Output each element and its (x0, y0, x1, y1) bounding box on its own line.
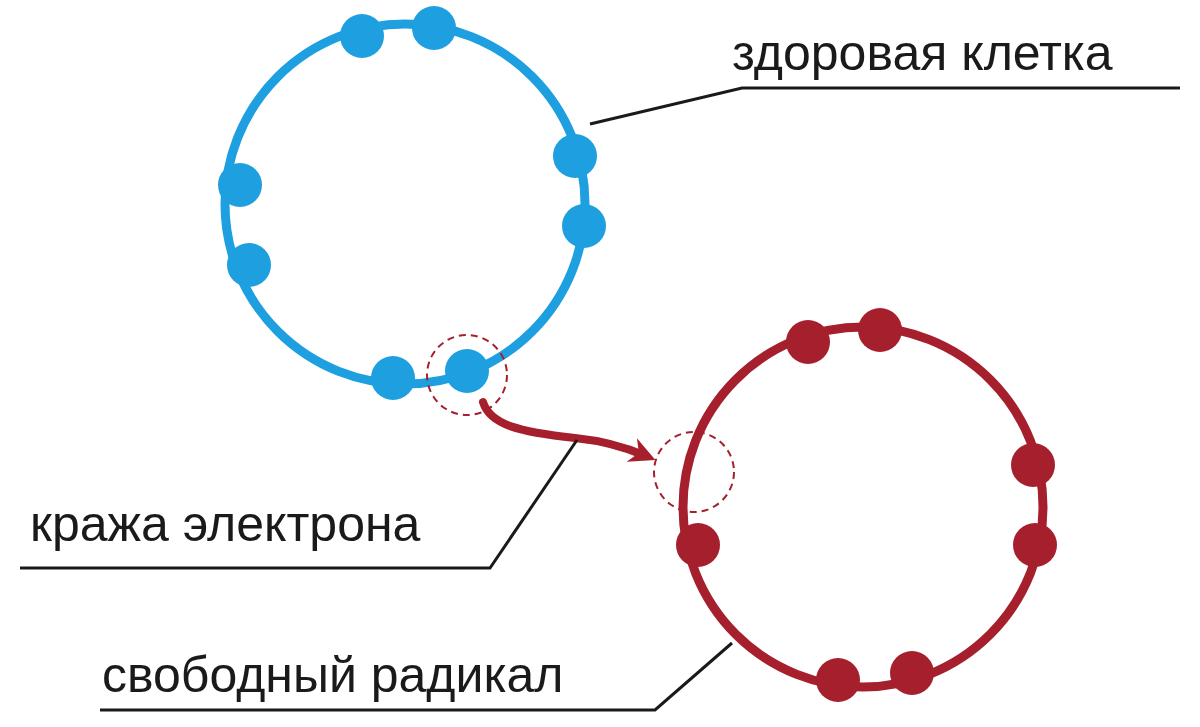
callout-label: кража электрона (30, 497, 420, 552)
healthy-cell (218, 6, 606, 415)
highlight-ring (654, 432, 734, 512)
free-radical (654, 308, 1057, 702)
highlight-ring (427, 335, 507, 415)
callout-label: свободный радикал (102, 648, 563, 703)
transfer-arrow (483, 402, 646, 456)
leader-lines (20, 88, 1180, 710)
callout-label: здоровая клетка (732, 26, 1113, 81)
